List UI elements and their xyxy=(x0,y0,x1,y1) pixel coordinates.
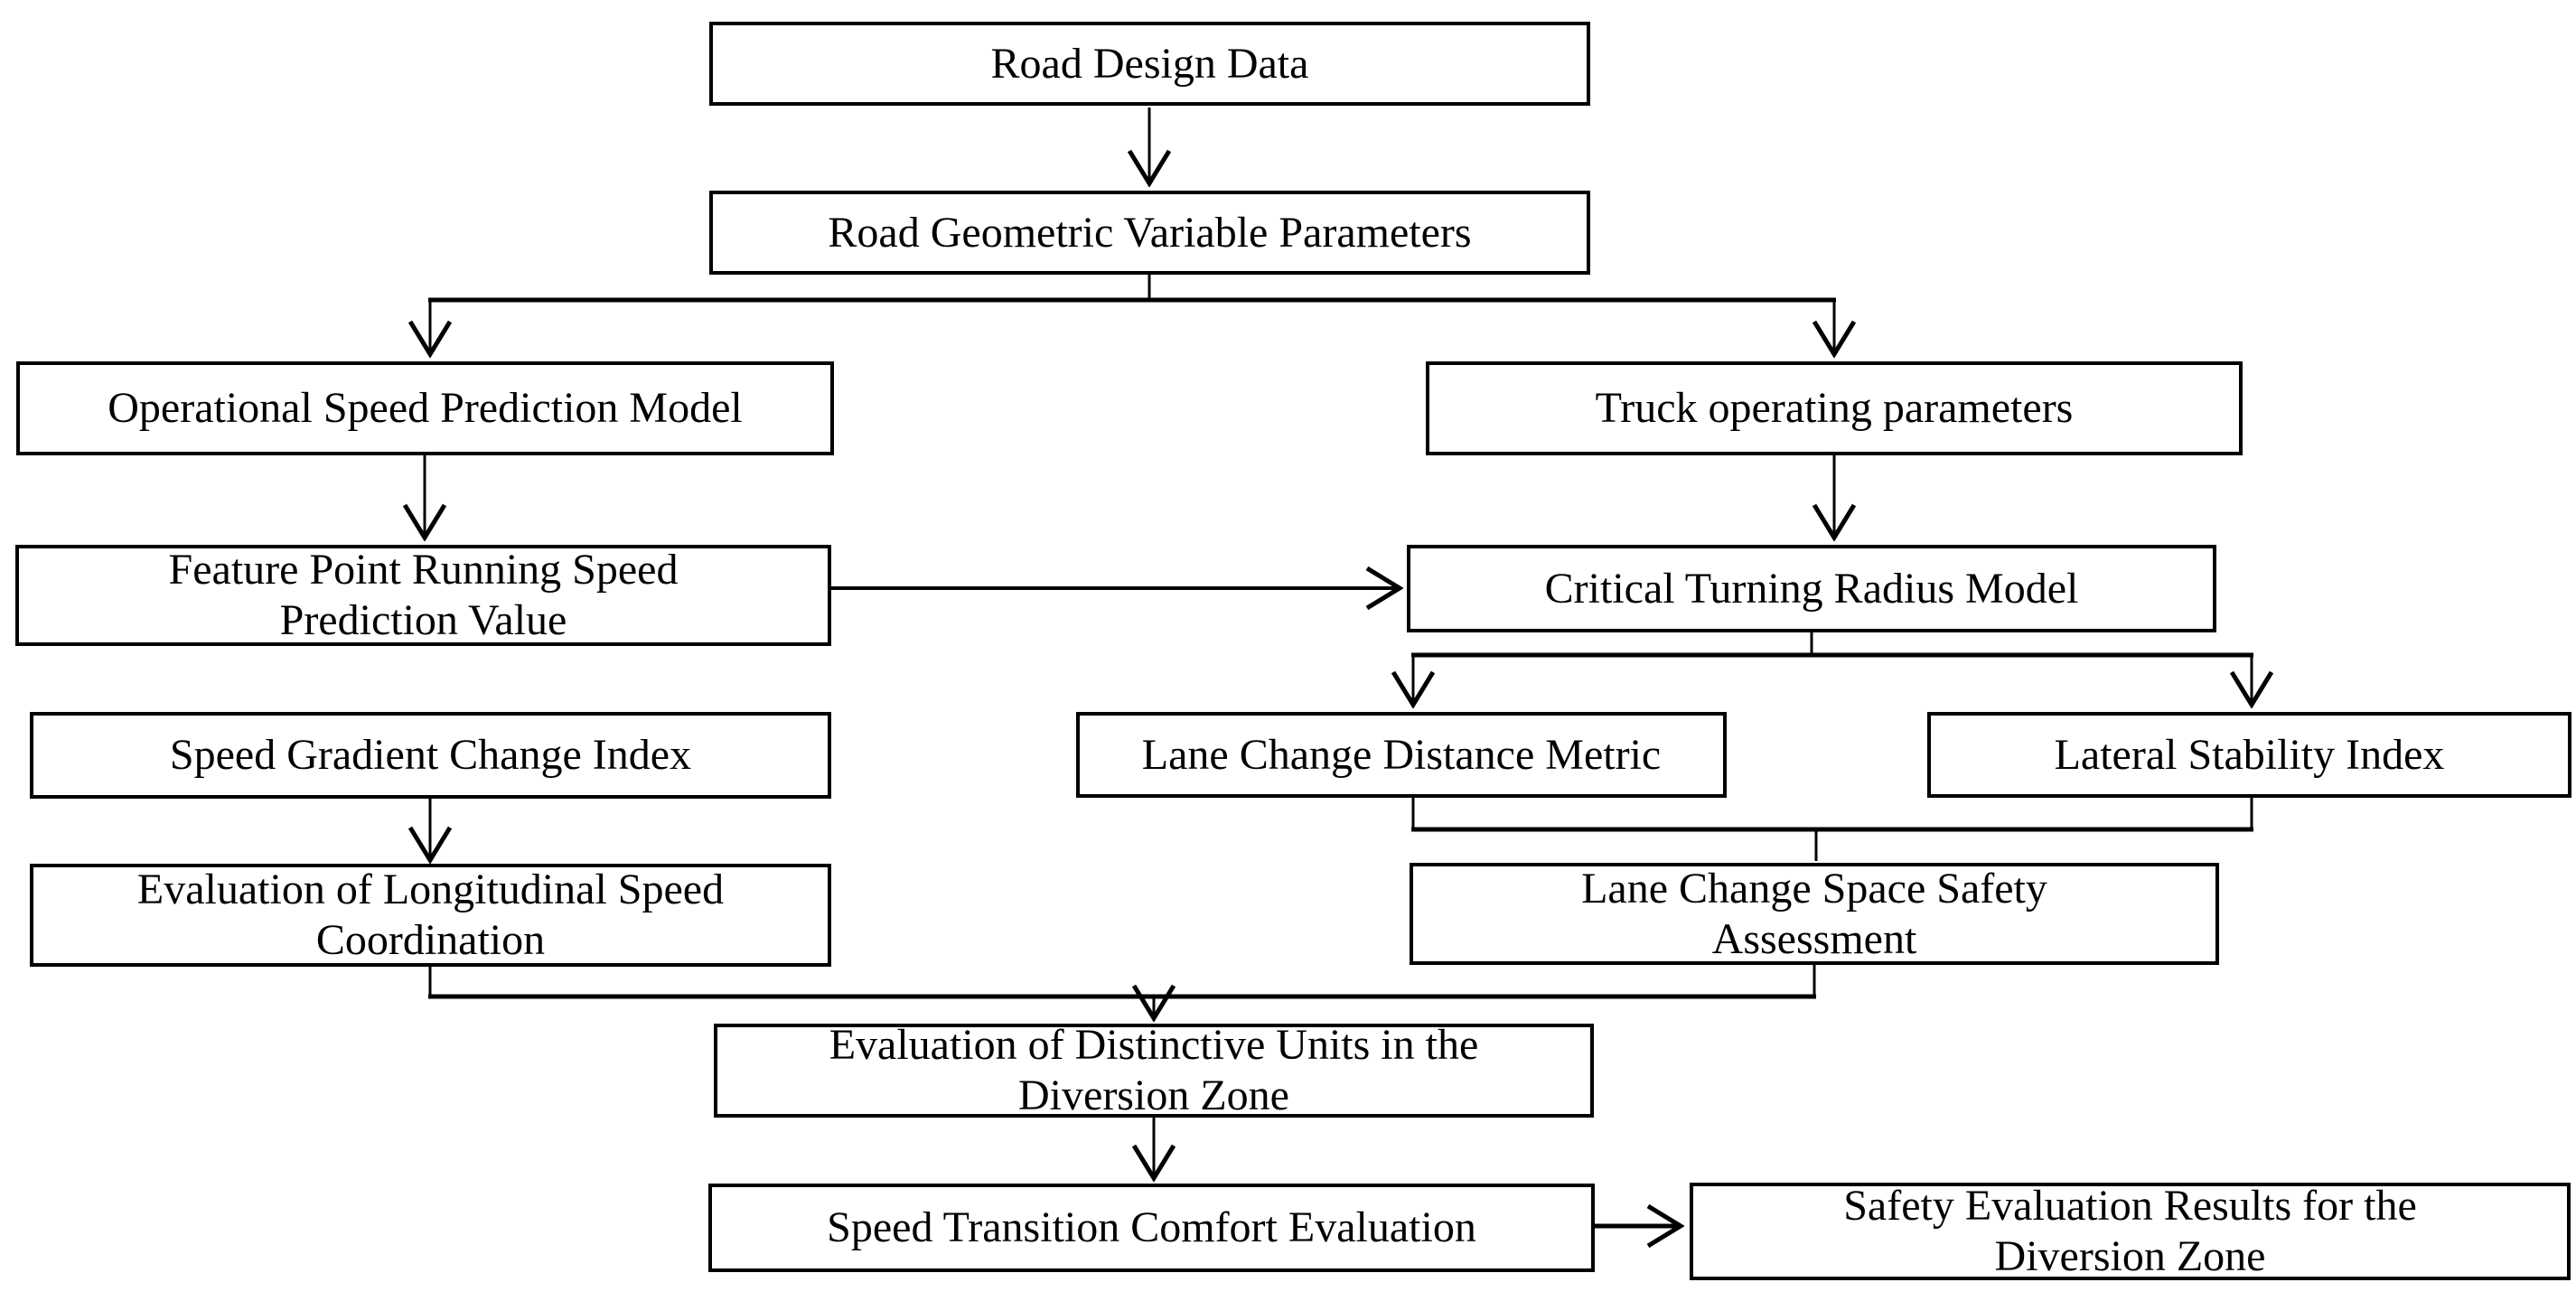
node-road-design-data: Road Design Data xyxy=(709,22,1590,106)
node-evaluation-of-longitudinal-speed-coordination: Evaluation of Longitudinal Speed Coordin… xyxy=(30,864,831,967)
edge-branches-merge xyxy=(428,965,1816,1018)
edge-metrics-merge xyxy=(1411,798,2253,861)
node-lateral-stability-index: Lateral Stability Index xyxy=(1927,712,2571,798)
node-road-geometric-variable-parameters: Road Geometric Variable Parameters xyxy=(709,191,1590,275)
node-lane-change-distance-metric: Lane Change Distance Metric xyxy=(1076,712,1727,798)
node-speed-transition-comfort-evaluation: Speed Transition Comfort Evaluation xyxy=(708,1184,1595,1272)
node-critical-turning-radius-model: Critical Turning Radius Model xyxy=(1407,545,2216,632)
node-lane-change-space-safety-assessment: Lane Change Space Safety Assessment xyxy=(1410,863,2219,965)
node-operational-speed-prediction-model: Operational Speed Prediction Model xyxy=(16,361,834,455)
node-truck-operating-parameters: Truck operating parameters xyxy=(1426,361,2243,455)
node-feature-point-running-speed-prediction-value: Feature Point Running Speed Prediction V… xyxy=(15,545,831,646)
node-speed-gradient-change-index: Speed Gradient Change Index xyxy=(30,712,831,799)
node-evaluation-of-distinctive-units: Evaluation of Distinctive Units in the D… xyxy=(714,1024,1594,1118)
node-safety-evaluation-results: Safety Evaluation Results for the Divers… xyxy=(1690,1183,2571,1280)
edge-geometric-split xyxy=(428,275,1836,354)
edge-ctrm-split xyxy=(1411,632,2253,705)
